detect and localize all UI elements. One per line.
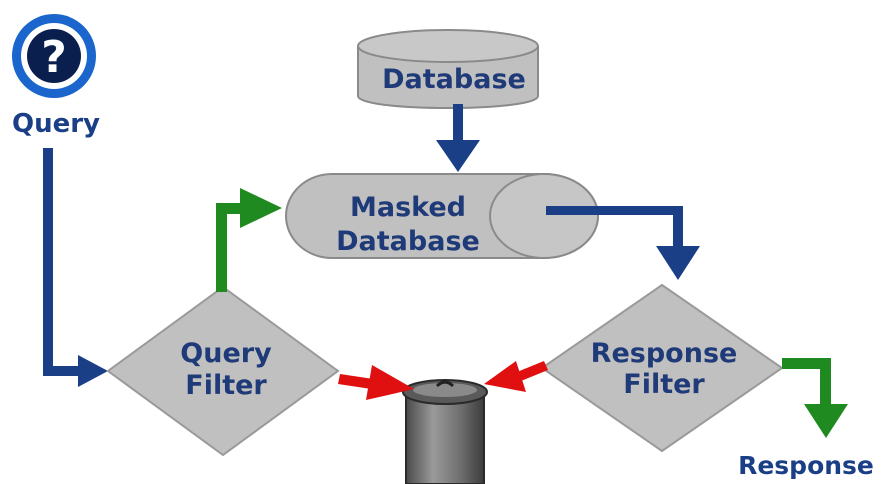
question-mark-icon: ? (12, 14, 96, 98)
database-to-masked-arrow (436, 104, 480, 172)
response-filter-label-line2: Filter (623, 369, 705, 400)
response-filter-diamond (540, 283, 784, 453)
query-label: Query (12, 109, 100, 139)
svg-text:?: ? (41, 32, 67, 83)
query-filter-reject-arrow (338, 365, 414, 400)
response-filter-reject-arrow (484, 361, 548, 392)
masked-to-response-filter-arrow (546, 206, 700, 280)
query-filter-diamond (106, 285, 340, 457)
trash-can-icon (402, 379, 488, 484)
masked-database-label-line2: Database (336, 226, 480, 257)
response-label: Response (738, 451, 874, 480)
query-filter-label-line1: Query (180, 338, 272, 369)
database-cylinder (357, 29, 539, 109)
filter-to-masked-arrow (216, 188, 282, 292)
response-filter-to-response-arrow (782, 358, 848, 438)
masked-database-cylinder (285, 173, 599, 259)
query-to-filter-arrow (43, 148, 108, 387)
query-filter-label-line2: Filter (185, 370, 267, 401)
masked-database-label-line1: Masked (350, 192, 466, 223)
response-filter-label-line1: Response (591, 338, 738, 369)
database-label: Database (382, 64, 526, 95)
